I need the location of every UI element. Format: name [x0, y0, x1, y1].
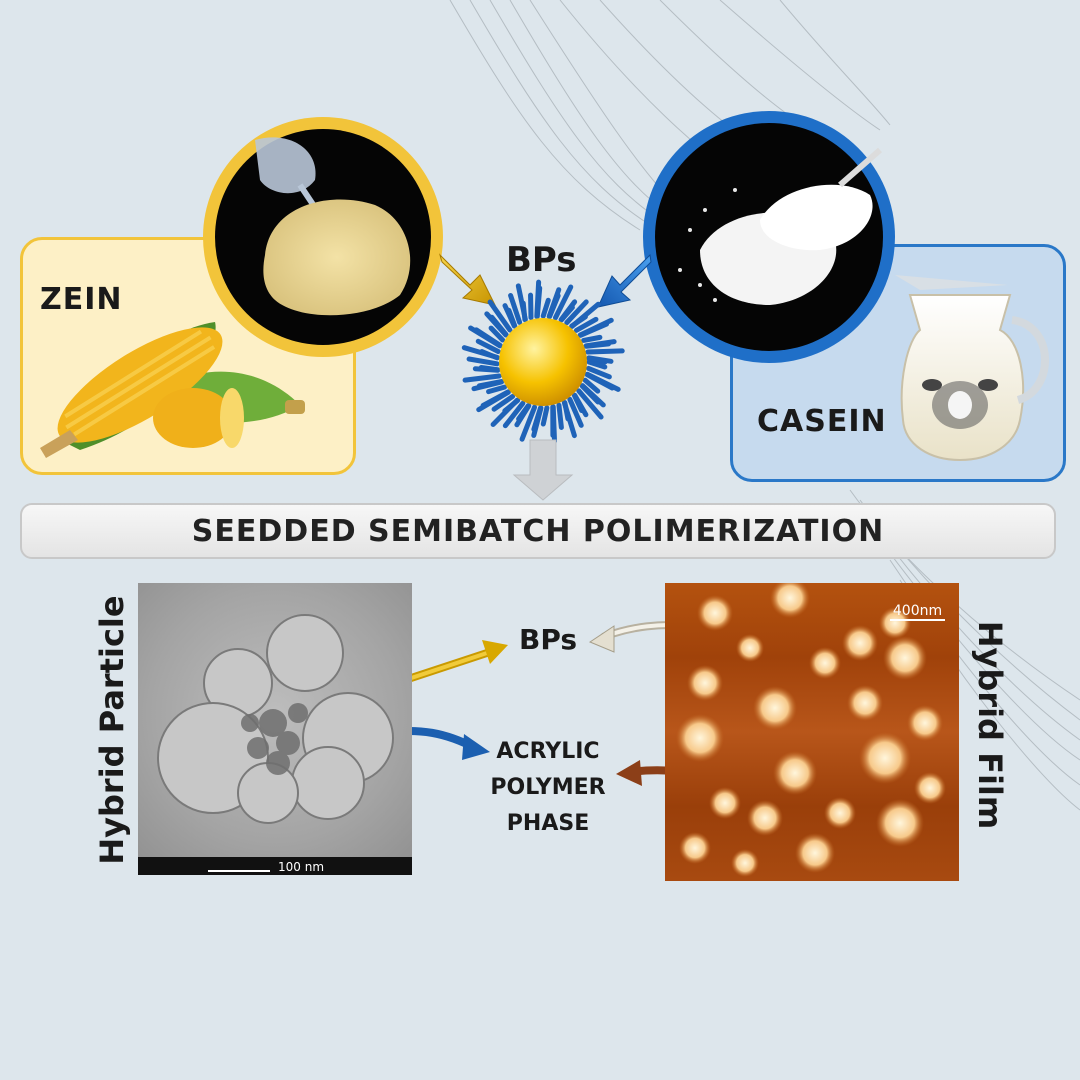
- particle-spike: [502, 303, 517, 329]
- particle-spike: [519, 404, 538, 442]
- tem-particles: [157, 614, 394, 824]
- particle-spike: [546, 287, 562, 319]
- particle-spike: [576, 388, 604, 420]
- zein-powder-icon: [203, 117, 443, 357]
- particle-spike: [508, 292, 523, 325]
- particle-spike: [552, 284, 574, 321]
- milk-jug-icon: [895, 275, 1049, 462]
- biopolymer-particle-icon: [461, 279, 625, 444]
- acrylic-phase-label: ACRYLIC POLYMER PHASE: [478, 734, 618, 842]
- particle-spike: [479, 349, 500, 361]
- particle-spike: [484, 311, 509, 338]
- particle-spike: [540, 297, 551, 319]
- particle-spike: [491, 393, 516, 412]
- particle-spike: [488, 325, 506, 343]
- particle-spike: [468, 325, 503, 349]
- particle-spike: [520, 300, 528, 323]
- zein-label: ZEIN: [40, 282, 123, 317]
- particle-spike: [486, 384, 507, 395]
- particle-spike: [487, 299, 513, 333]
- tem-micrograph: 100 nm: [138, 583, 412, 875]
- particle-spike: [531, 405, 544, 438]
- casein-to-bps-arrow: [597, 253, 652, 308]
- particle-spike: [550, 404, 558, 444]
- tem-scale-bar: [138, 857, 412, 875]
- particle-spike: [502, 400, 526, 429]
- afm-features: [676, 583, 946, 877]
- particle-spike: [471, 379, 505, 392]
- zein-to-bps-arrow: [438, 253, 496, 306]
- hybrid-particle-label: Hybrid Particle: [93, 595, 131, 865]
- process-banner: SEEDDED SEMIBATCH POLIMERIZATION: [20, 503, 1056, 559]
- down-arrow: [512, 439, 574, 501]
- casein-label: CASEIN: [757, 404, 887, 439]
- particle-spike: [540, 405, 550, 427]
- corn-icon: [40, 322, 305, 458]
- particle-spike: [582, 377, 601, 394]
- particle-spike: [564, 299, 589, 326]
- particle-spike: [586, 359, 608, 370]
- acrylic-line-3: PHASE: [506, 811, 590, 836]
- particle-spike: [585, 348, 625, 355]
- particle-spike: [475, 338, 501, 355]
- tem-scale-label: 100 nm: [278, 860, 325, 874]
- particle-spike: [567, 396, 584, 428]
- particle-spike: [569, 314, 588, 329]
- tem-scale-line: [208, 870, 270, 872]
- particle-spike: [584, 371, 621, 392]
- particle-spike: [502, 397, 521, 414]
- particle-spike: [556, 402, 564, 430]
- particle-spike: [462, 373, 502, 383]
- particle-spike: [514, 403, 532, 428]
- acrylic-line-2: POLYMER: [490, 775, 606, 800]
- acrylic-line-1: ACRYLIC: [496, 739, 600, 764]
- particle-spike: [562, 400, 571, 422]
- particle-spike: [586, 365, 612, 380]
- particle-spike: [573, 316, 599, 333]
- particle-spike: [558, 299, 578, 323]
- particle-spike: [534, 279, 542, 319]
- particle-spike: [586, 355, 614, 364]
- particle-spike: [579, 383, 606, 408]
- particle-spike: [572, 392, 589, 418]
- bps-label-mid: BPs: [519, 623, 578, 656]
- particle-spike: [472, 366, 501, 373]
- particle-spike: [466, 356, 500, 367]
- particle-spike: [476, 389, 511, 413]
- particle-spike: [577, 317, 614, 338]
- casein-powder-icon: [643, 111, 895, 363]
- particle-spike: [583, 339, 617, 349]
- hybrid-film-label: Hybrid Film: [971, 620, 1009, 830]
- particle-spike: [581, 334, 603, 343]
- afm-image: [665, 583, 959, 881]
- afm-scale-label: 400nm: [890, 603, 945, 621]
- bps-label-top: BPs: [506, 240, 577, 280]
